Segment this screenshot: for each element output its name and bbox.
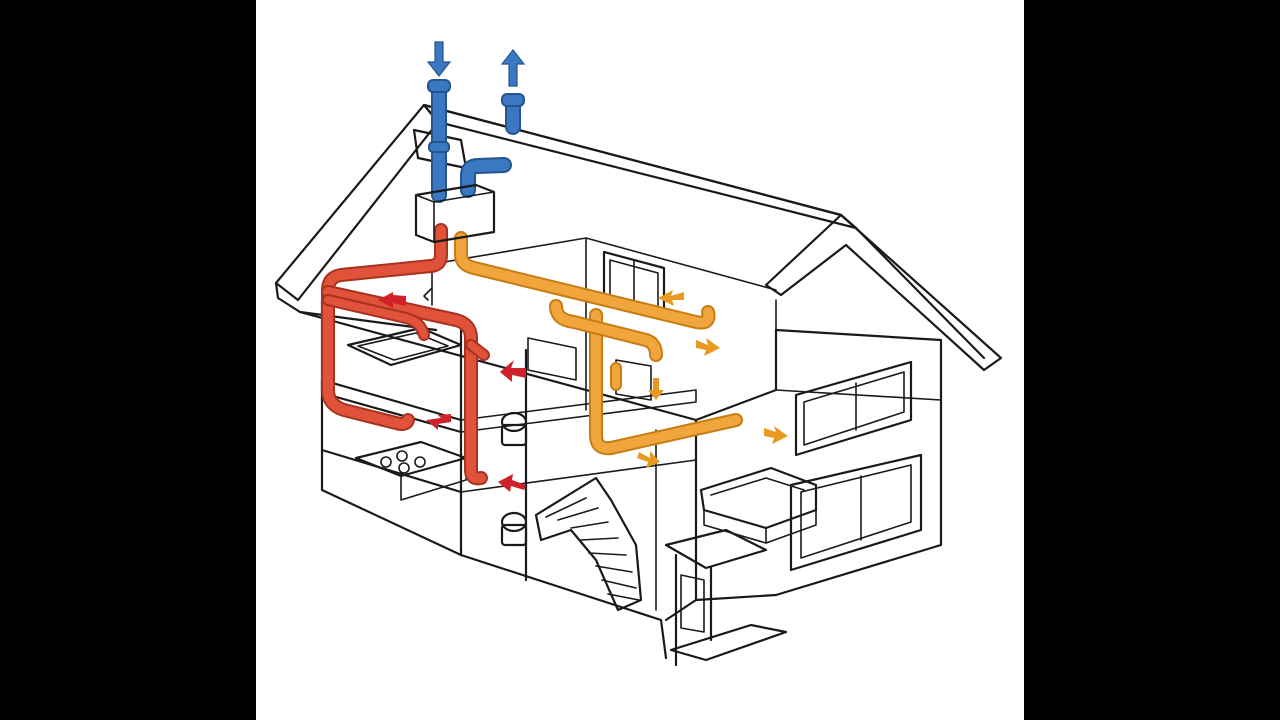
- ground-floor-left: [320, 448, 463, 494]
- right-wing-floor-line: [775, 389, 942, 401]
- arrow-outflow-icon: [658, 290, 684, 306]
- arrow-left-icon: [378, 292, 406, 308]
- diagram-canvas: [256, 0, 1024, 720]
- bathtub: [346, 326, 463, 367]
- window-lower-right-inner: [800, 464, 912, 559]
- supply-air-ducts: [454, 231, 743, 456]
- roof-right-gable: [764, 213, 1003, 372]
- arrow-down-icon: [426, 41, 452, 77]
- supply-duct-main: [454, 231, 716, 330]
- toilet-upper: [500, 411, 528, 447]
- door-frame-1: [527, 337, 577, 381]
- window-upper-right: [794, 360, 913, 457]
- arrow-outflow-icon: [648, 378, 664, 400]
- arrow-up-icon: [500, 49, 526, 87]
- table: [664, 528, 768, 667]
- heat-recovery-unit: [414, 183, 496, 244]
- front-step: [669, 623, 788, 662]
- house-structure: [274, 103, 1003, 667]
- fresh-air-ducts: [427, 79, 525, 203]
- shower: [423, 269, 433, 306]
- roof-ridge-line: [422, 103, 843, 217]
- front-wall-base: [459, 553, 668, 660]
- sofa: [699, 466, 818, 544]
- gable-inner: [854, 226, 986, 360]
- intake-duct-cap: [427, 79, 451, 93]
- floor-slab-inner: [460, 389, 697, 433]
- roof-eave-front: [298, 310, 698, 422]
- window-upper-right-inner: [803, 371, 905, 446]
- ductwork: [321, 79, 743, 486]
- arrow-outflow-icon: [637, 451, 660, 468]
- house-ventilation-diagram: [274, 41, 1003, 667]
- arrow-outflow-icon: [764, 426, 788, 444]
- airflow-arrows: [378, 41, 788, 492]
- exhaust-duct-cap: [501, 93, 525, 107]
- kitchen-counter: [354, 440, 468, 501]
- arrow-left-icon: [500, 360, 526, 382]
- intake-duct-joint: [428, 141, 450, 153]
- arrow-left-icon: [426, 414, 451, 430]
- extract-air-ducts: [321, 223, 490, 486]
- toilet-lower: [500, 511, 528, 547]
- ground-floor-back: [460, 459, 697, 493]
- arrow-outflow-icon: [696, 338, 720, 356]
- window-lower-right: [789, 453, 923, 572]
- staircase: [534, 476, 643, 612]
- arrow-left-icon: [498, 474, 526, 492]
- roof-eave-left: [274, 281, 438, 332]
